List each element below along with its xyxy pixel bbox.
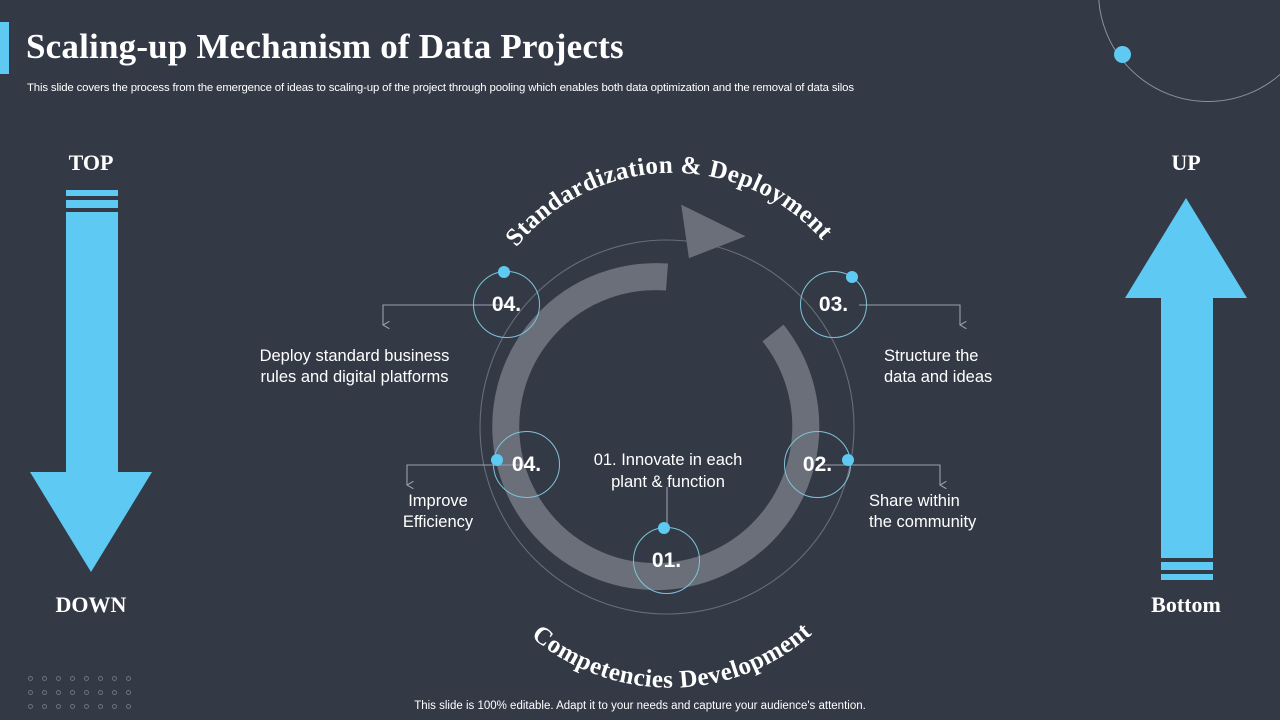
- node-04-middle-dot: [491, 454, 503, 466]
- dot-grid-dot: [98, 704, 103, 709]
- node-04-top-label: Deploy standard business rules and digit…: [259, 347, 450, 387]
- decorative-circle-ring: [1098, 0, 1280, 102]
- footer-note: This slide is 100% editable. Adapt it to…: [414, 700, 866, 712]
- cycle-diagram: Standardization & Deployment Competencie…: [455, 135, 885, 694]
- dot-grid-dot: [70, 676, 75, 681]
- dot-grid-dot: [84, 676, 89, 681]
- node-02[interactable]: 02.: [784, 431, 854, 498]
- dot-grid-dot: [126, 676, 131, 681]
- dot-grid-dot: [56, 704, 61, 709]
- node-03-dot: [846, 271, 858, 283]
- dot-grid-dot: [28, 676, 33, 681]
- up-arrow-icon: [1125, 198, 1247, 580]
- svg-text:Competencies Development: Competencies Development: [527, 618, 817, 694]
- left-arrow-top-label: TOP: [68, 150, 114, 175]
- arc-caption-top-text: Standardization & Deployment: [500, 152, 837, 252]
- arc-caption-bottom-text: Competencies Development: [527, 618, 816, 694]
- node-04-top-dot: [498, 266, 510, 278]
- connector-node-02: [818, 464, 940, 485]
- dot-grid-dot: [98, 690, 103, 695]
- node-04-top-number: 04.: [491, 292, 522, 316]
- right-arrow-block: UP Bottom: [1112, 150, 1260, 618]
- dot-grid-dot: [126, 690, 131, 695]
- dot-grid-dot: [42, 704, 47, 709]
- dot-grid-dot: [112, 704, 117, 709]
- node-04-middle-label: Improve Efficiency: [402, 492, 474, 532]
- cycle-center-text: 01. Innovate in each plant & function: [593, 451, 743, 491]
- dot-grid-dot: [42, 690, 47, 695]
- node-03-number: 03.: [818, 292, 849, 316]
- node-04-middle[interactable]: 04.: [491, 431, 560, 498]
- outer-guide-circle: [479, 239, 855, 615]
- node-04-top[interactable]: 04.: [473, 266, 540, 338]
- right-arrow-top-label: UP: [1171, 150, 1201, 175]
- page-title: Scaling-up Mechanism of Data Projects: [26, 27, 624, 66]
- node-02-number: 02.: [802, 452, 833, 476]
- connector-node-04-top: [383, 304, 509, 325]
- decorative-circle: [1098, 0, 1280, 102]
- node-04-middle-number: 04.: [511, 452, 542, 476]
- dot-grid-dot: [126, 704, 131, 709]
- dot-grid-decoration: [28, 676, 140, 718]
- arc-caption-top: Standardization & Deployment: [500, 152, 838, 252]
- right-arrow-bottom-label: Bottom: [1151, 592, 1221, 617]
- dot-grid-dot: [70, 690, 75, 695]
- dot-grid-dot: [28, 704, 33, 709]
- dot-grid-dot: [56, 690, 61, 695]
- dot-grid-dot: [98, 676, 103, 681]
- down-arrow-icon: [30, 190, 152, 572]
- connector-node-03: [859, 304, 960, 325]
- dot-grid-dot: [70, 704, 75, 709]
- left-arrow-block: TOP DOWN: [20, 150, 162, 618]
- dot-grid-dot: [84, 690, 89, 695]
- dot-grid-dot: [56, 676, 61, 681]
- decorative-circle-dot: [1114, 46, 1131, 63]
- connector-node-04-middle: [407, 464, 526, 485]
- connector-lines: [455, 304, 885, 645]
- dot-grid-dot: [84, 704, 89, 709]
- svg-text:Standardization & Deployment: Standardization & Deployment: [500, 152, 838, 252]
- node-01-bottom-dot: [658, 522, 670, 534]
- page-subtitle: This slide covers the process from the e…: [27, 82, 854, 94]
- node-01-bottom[interactable]: 01.: [633, 522, 700, 594]
- dot-grid-dot: [28, 690, 33, 695]
- node-02-dot: [842, 454, 854, 466]
- dot-grid-dot: [112, 690, 117, 695]
- dot-grid-dot: [112, 676, 117, 681]
- cycle-arrowhead: [681, 204, 746, 259]
- node-03[interactable]: 03.: [800, 271, 867, 338]
- node-03-label: Structure the data and ideas: [884, 347, 993, 387]
- left-arrow-bottom-label: DOWN: [55, 592, 127, 617]
- node-01-bottom-number: 01.: [651, 548, 682, 572]
- dot-grid-dot: [42, 676, 47, 681]
- node-02-label: Share within the community: [869, 492, 977, 532]
- title-accent-bar: [0, 22, 9, 74]
